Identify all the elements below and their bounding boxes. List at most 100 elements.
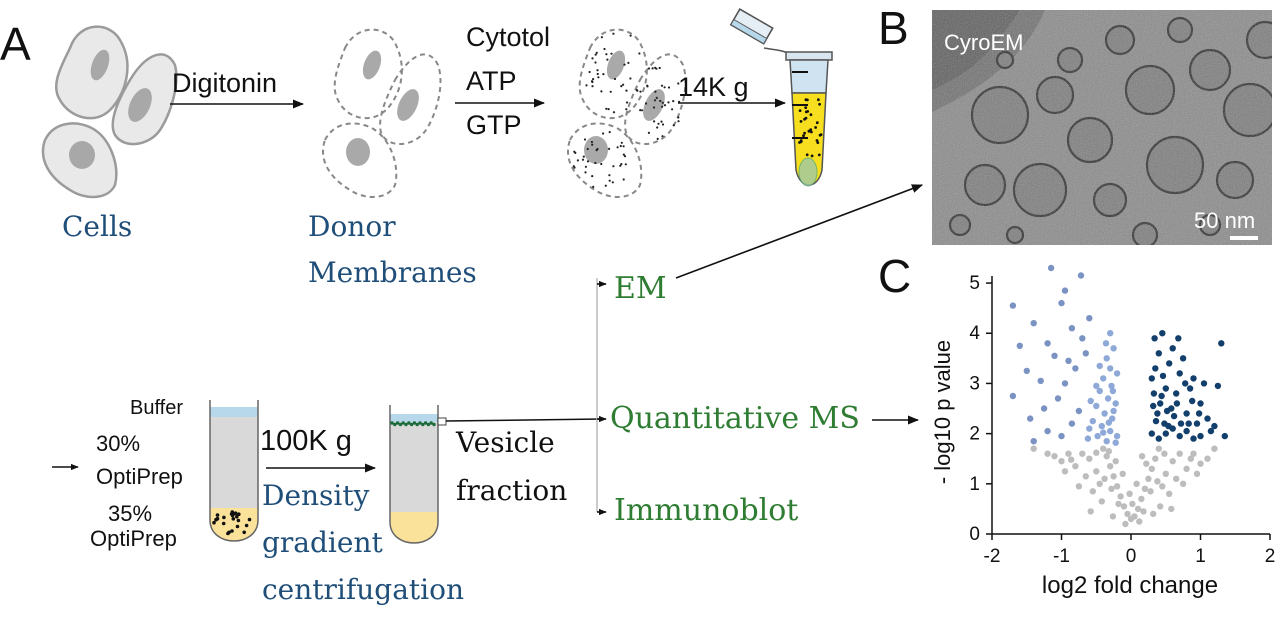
speckle: [636, 89, 639, 92]
speckle: [627, 61, 630, 64]
volcano-point: [1136, 518, 1143, 525]
volcano-point: [1176, 432, 1183, 440]
volcano-point: [1190, 375, 1197, 382]
em-to-micrograph-arrow: [675, 184, 924, 279]
volcano-point: [1140, 508, 1147, 515]
volcano-point: [1155, 350, 1163, 357]
volcano-point: [1077, 272, 1085, 279]
volcano-point: [1161, 450, 1168, 457]
volcano-point: [1113, 370, 1121, 377]
micrograph-label: CyroEM: [944, 30, 1023, 55]
volcano-point: [1054, 395, 1062, 402]
intact-cells-illustration: [41, 25, 178, 199]
speckle: [592, 185, 595, 188]
tube-dot: [818, 102, 821, 106]
volcano-point: [1175, 335, 1182, 342]
speckle: [622, 145, 625, 148]
volcano-point: [1176, 370, 1183, 377]
speckle: [605, 53, 608, 56]
speckle: [677, 82, 680, 85]
sample-dot: [237, 512, 241, 516]
speckle: [638, 52, 641, 55]
volcano-point: [1165, 422, 1172, 430]
volcano-point: [1108, 382, 1115, 390]
volcano-point: [1162, 385, 1170, 392]
speckle: [644, 102, 648, 105]
volcano-point: [1096, 480, 1103, 487]
volcano-point: [1193, 470, 1201, 477]
volcano-point: [1166, 360, 1173, 367]
y-tick-label: 4: [969, 323, 980, 344]
volcano-point: [1158, 392, 1165, 400]
volcano-point: [1177, 420, 1185, 427]
volcano-point: [1093, 468, 1100, 475]
volcano-point: [1065, 450, 1072, 457]
volcano-point: [1113, 432, 1121, 440]
speckle: [660, 84, 664, 87]
speckle: [597, 76, 600, 79]
y-tick-label: 0: [969, 524, 980, 545]
volcano-point: [1110, 473, 1117, 480]
speckle: [625, 101, 629, 104]
x-tick-label: -2: [984, 546, 1001, 567]
volcano-point: [1183, 427, 1190, 435]
speckle: [604, 184, 607, 187]
volcano-point: [1112, 400, 1119, 407]
volcano-point: [1134, 505, 1142, 513]
volcano-point: [1197, 400, 1204, 407]
speckle: [611, 181, 614, 184]
volcano-point: [1109, 513, 1117, 520]
speckle: [596, 72, 599, 76]
tube-dot: [806, 98, 809, 102]
vesicle-band-dot: [395, 421, 400, 425]
volcano-point: [1058, 432, 1065, 440]
tube-dot: [804, 106, 808, 109]
volcano-point: [1086, 315, 1093, 322]
volcano-point: [1009, 302, 1017, 309]
sample-dot: [247, 517, 252, 522]
volcano-point: [1155, 435, 1163, 442]
speckle: [655, 67, 658, 70]
speckle: [594, 161, 597, 165]
volcano-point: [1082, 350, 1090, 357]
output-immunoblot: Immunoblot: [614, 493, 798, 528]
volcano-point: [1162, 470, 1170, 477]
speckle: [602, 73, 605, 76]
volcano-point: [1151, 335, 1158, 342]
speckle: [639, 109, 642, 112]
volcano-point: [1101, 475, 1108, 482]
panel-a-label: A: [0, 18, 31, 70]
volcano-point: [1173, 400, 1181, 407]
speckle: [591, 175, 594, 178]
vesicle-band-dot: [390, 421, 394, 425]
y-tick-label: 1: [969, 474, 980, 495]
speckle: [629, 34, 632, 37]
sample-dot: [226, 531, 230, 536]
gradient-tube-before: [209, 400, 259, 542]
speckle: [588, 70, 591, 74]
volcano-point: [1072, 365, 1079, 372]
spin-100k-label: 100K g: [260, 425, 352, 457]
volcano-point: [1162, 430, 1170, 437]
speckle: [602, 132, 605, 135]
sample-dot: [215, 513, 220, 517]
vesicle-band-dot: [415, 422, 419, 427]
speckle: [622, 178, 625, 181]
volcano-point: [1068, 456, 1075, 463]
speckle: [585, 84, 588, 87]
speckle: [658, 66, 661, 70]
speckle: [608, 174, 611, 177]
sample-dot: [215, 516, 220, 521]
tube-dot: [809, 113, 813, 117]
volcano-point: [1058, 458, 1065, 465]
sample-dot: [242, 530, 246, 535]
volcano-point: [1103, 438, 1110, 445]
volcano-point: [1105, 419, 1113, 426]
method-line2: gradient: [262, 526, 383, 559]
volcano-point: [1100, 429, 1107, 436]
output-em: EM: [614, 271, 667, 306]
volcano-point: [1096, 387, 1103, 395]
volcano-point: [1027, 415, 1034, 422]
speckle: [591, 143, 594, 146]
